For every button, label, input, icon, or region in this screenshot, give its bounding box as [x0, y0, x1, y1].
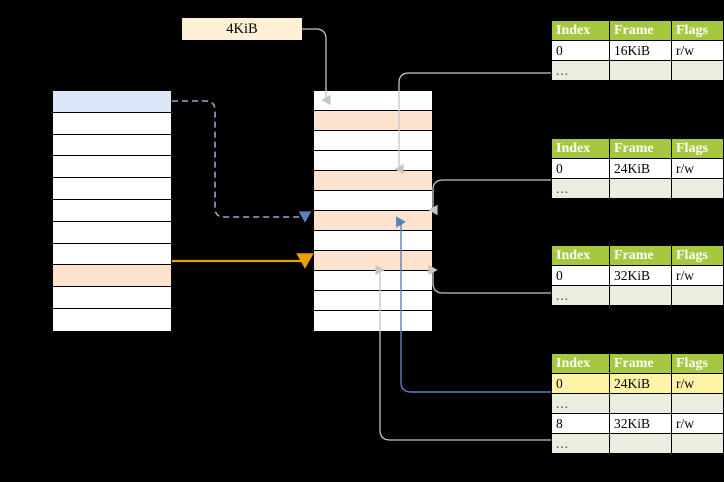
cell-flags	[671, 393, 724, 414]
header-flags: Flags	[671, 138, 724, 159]
cell-index: ...	[551, 285, 610, 306]
header-index: Index	[551, 20, 610, 41]
header-frame: Frame	[609, 20, 672, 41]
wire-table3-to-physical8	[428, 264, 551, 294]
virtual-row-6	[53, 221, 171, 244]
wire-virtual0-to-physical6	[172, 100, 312, 223]
virtual-row-2	[53, 134, 171, 157]
table-row: ...	[551, 393, 724, 414]
cell-flags	[671, 433, 724, 454]
physical-row-9	[314, 271, 432, 291]
cell-index: 8	[551, 413, 610, 434]
cell-flags: r/w	[671, 158, 724, 179]
header-frame: Frame	[609, 353, 672, 374]
physical-row-7	[314, 231, 432, 251]
cell-frame: 24KiB	[609, 373, 672, 394]
physical-row-2	[314, 131, 432, 151]
cell-frame: 32KiB	[609, 413, 672, 434]
header-index: Index	[551, 245, 610, 266]
cell-flags: r/w	[671, 40, 724, 61]
physical-row-10	[314, 291, 432, 311]
page-table-2: Index Frame Flags 0 24KiB r/w ...	[551, 138, 724, 199]
table-row: ...	[551, 178, 724, 199]
table-row: ...	[551, 60, 724, 81]
page-size-label: 4KiB	[226, 21, 258, 37]
page-size-tag: 4KiB	[182, 18, 302, 40]
virtual-row-1	[53, 112, 171, 135]
cell-frame	[609, 60, 672, 81]
virtual-row-9	[53, 287, 171, 309]
cell-flags	[671, 285, 724, 306]
wire-table2-to-physical6	[428, 179, 551, 216]
cell-flags: r/w	[671, 373, 724, 394]
physical-row-4	[314, 171, 432, 191]
page-table-3-header-row: Index Frame Flags	[551, 245, 724, 266]
page-table-3: Index Frame Flags 0 32KiB r/w ...	[551, 245, 724, 306]
cell-index: 0	[551, 158, 610, 179]
cell-flags	[671, 60, 724, 81]
physical-row-3	[314, 151, 432, 171]
physical-row-11	[314, 311, 432, 331]
cell-frame	[609, 285, 672, 306]
cell-index: 0	[551, 265, 610, 286]
physical-row-5	[314, 191, 432, 211]
header-flags: Flags	[671, 20, 724, 41]
virtual-row-8	[53, 265, 171, 288]
cell-index: 0	[551, 40, 610, 61]
cell-frame: 24KiB	[609, 158, 672, 179]
table-row: 8 32KiB r/w	[551, 413, 724, 434]
cell-index: 0	[551, 373, 610, 394]
cell-index: ...	[551, 178, 610, 199]
header-index: Index	[551, 138, 610, 159]
table-row: 0 24KiB r/w	[551, 158, 724, 179]
table-row: 0 16KiB r/w	[551, 40, 724, 61]
header-flags: Flags	[671, 353, 724, 374]
virtual-row-4	[53, 178, 171, 200]
page-table-1: Index Frame Flags 0 16KiB r/w ...	[551, 20, 724, 81]
cell-flags: r/w	[671, 265, 724, 286]
cell-flags: r/w	[671, 413, 724, 434]
table-row: ...	[551, 433, 724, 454]
cell-frame: 32KiB	[609, 265, 672, 286]
virtual-row-3	[53, 156, 171, 179]
page-table-1-header-row: Index Frame Flags	[551, 20, 724, 41]
table-row: 0 32KiB r/w	[551, 265, 724, 286]
virtual-address-space-column	[52, 90, 172, 331]
table-row: ...	[551, 285, 724, 306]
cell-frame	[609, 433, 672, 454]
physical-row-1	[314, 111, 432, 131]
cell-index: ...	[551, 433, 610, 454]
page-table-2-header-row: Index Frame Flags	[551, 138, 724, 159]
header-frame: Frame	[609, 138, 672, 159]
physical-memory-column	[313, 90, 433, 331]
virtual-row-0	[53, 91, 171, 113]
physical-row-0	[314, 91, 432, 111]
cell-frame	[609, 178, 672, 199]
page-table-4: Index Frame Flags 0 24KiB r/w ... 8 32Ki…	[551, 353, 724, 454]
cell-frame: 16KiB	[609, 40, 672, 61]
cell-frame	[609, 393, 672, 414]
header-frame: Frame	[609, 245, 672, 266]
virtual-row-7	[53, 243, 171, 266]
header-index: Index	[551, 353, 610, 374]
header-flags: Flags	[671, 245, 724, 266]
page-table-4-header-row: Index Frame Flags	[551, 353, 724, 374]
physical-row-6	[314, 211, 432, 231]
physical-row-8	[314, 251, 432, 271]
cell-index: ...	[551, 60, 610, 81]
table-row: 0 24KiB r/w	[551, 373, 724, 394]
virtual-row-10	[53, 308, 171, 331]
cell-flags	[671, 178, 724, 199]
cell-index: ...	[551, 393, 610, 414]
virtual-row-5	[53, 199, 171, 222]
